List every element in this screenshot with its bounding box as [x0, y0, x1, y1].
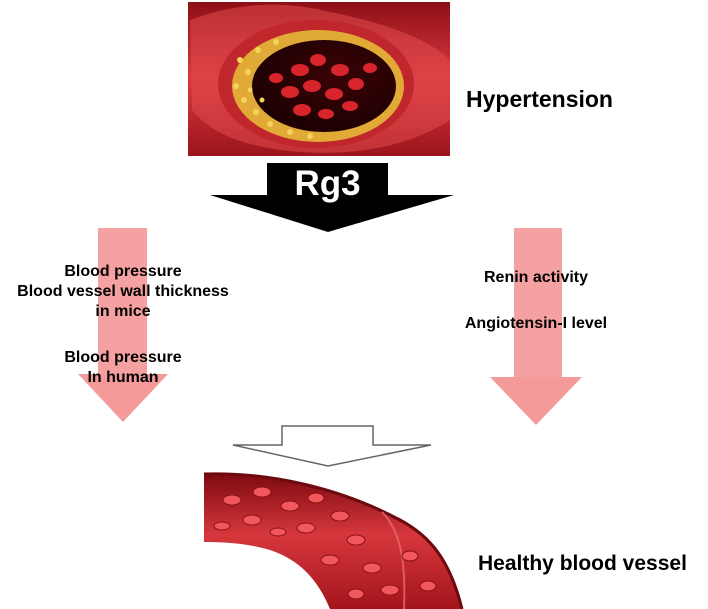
rg3-arrow: [210, 163, 454, 232]
hypertension-vessel-image: [188, 2, 450, 156]
plaque-dots: [233, 39, 313, 139]
left-line-in-human: In human: [87, 369, 159, 386]
right-pink-arrow: [490, 228, 582, 425]
left-line-blood-pressure-mice: Blood pressure: [64, 263, 182, 280]
hypertension-label: Hypertension: [466, 86, 613, 112]
left-line-wall-thickness: Blood vessel wall thickness: [17, 283, 229, 300]
right-line-renin: Renin activity: [483, 269, 589, 286]
right-line-angiotensin: Angiotensin-I level: [464, 315, 608, 332]
left-pink-arrow: [78, 228, 168, 422]
left-line-blood-pressure-human: Blood pressure: [64, 349, 182, 366]
left-text-group-1: Blood pressure Blood vessel wall thickne…: [0, 262, 246, 322]
vessel-lumen: [252, 40, 396, 132]
healthy-blood-cells: [213, 486, 437, 600]
left-line-in-mice: in mice: [95, 303, 151, 320]
healthy-vessel-image: [203, 472, 476, 609]
left-text-group-2: Blood pressure In human: [0, 348, 246, 388]
red-blood-cells: [269, 54, 377, 119]
healthy-vessel-label: Healthy blood vessel: [478, 552, 687, 575]
outline-arrow: [232, 425, 432, 467]
rg3-label: Rg3: [294, 164, 361, 203]
